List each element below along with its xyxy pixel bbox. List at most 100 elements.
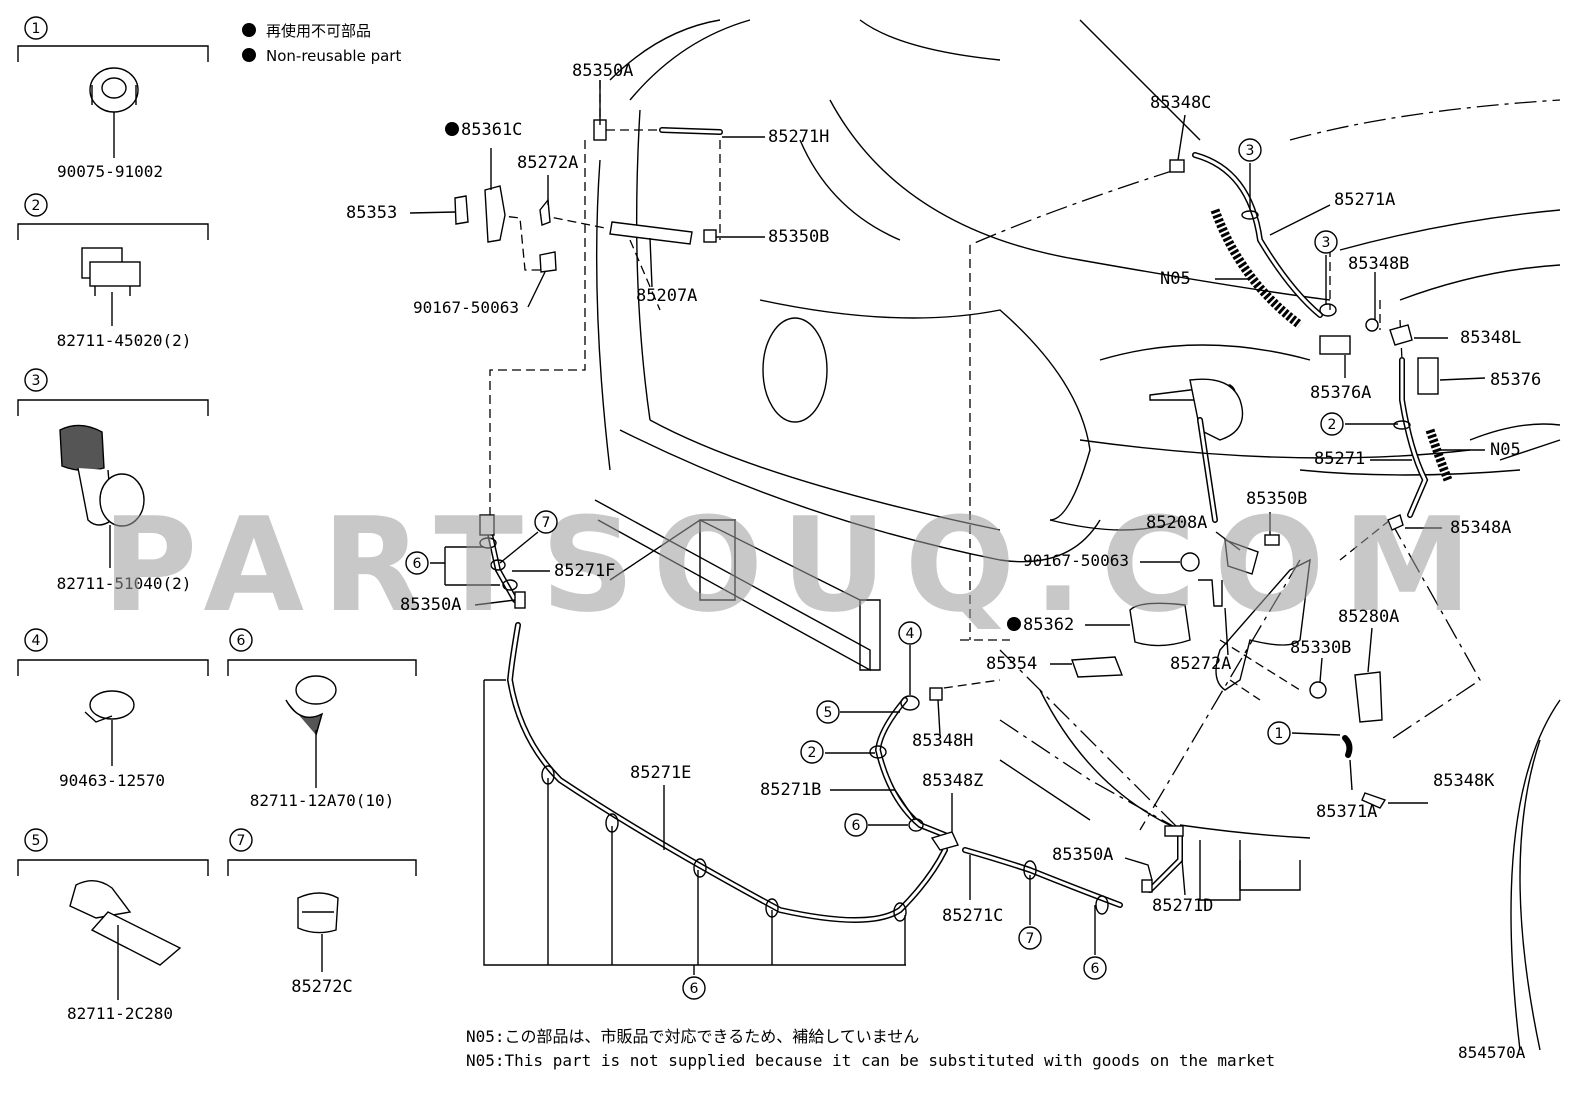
non-reusable-marker: [1007, 617, 1021, 631]
part-number[interactable]: 82711-12A70(10): [250, 791, 395, 810]
callout-4: 4: [898, 621, 922, 645]
legend: 再使用不可部品 Non-reusable part: [242, 22, 401, 65]
label-85348Z[interactable]: 85348Z: [922, 771, 983, 791]
label-85207A[interactable]: 85207A: [636, 286, 697, 306]
hose-85271D: [1147, 832, 1183, 893]
inset-panel: 1 90075-91002 2 82711-45020(2): [17, 16, 417, 1023]
joint-85348Z-icon: [930, 831, 959, 851]
label-85271H[interactable]: 85271H: [768, 127, 829, 147]
part-number[interactable]: 82711-51040(2): [57, 574, 192, 593]
part-number[interactable]: 82711-45020(2): [57, 331, 192, 350]
label-85271C[interactable]: 85271C: [942, 906, 1003, 926]
valve-85280A-icon: [1354, 671, 1383, 723]
label-85350A-bottom[interactable]: 85350A: [1052, 845, 1113, 865]
part-85350B-icon: [703, 229, 717, 243]
part-number[interactable]: 90463-12570: [59, 771, 165, 790]
svg-text:2: 2: [808, 745, 817, 761]
label-85348K[interactable]: 85348K: [1433, 771, 1495, 791]
label-N05-right[interactable]: N05: [1490, 440, 1521, 460]
inset-2: 2 82711-45020(2): [17, 193, 209, 350]
hose-85271C: [962, 847, 1123, 908]
assembly-lines: [489, 80, 1561, 831]
callout-7-left: 7: [534, 510, 558, 534]
callout-6-left: 6: [405, 551, 429, 575]
hose-clip-icon: [285, 675, 337, 736]
svg-text:2: 2: [1328, 417, 1337, 433]
hose-85271B: [874, 697, 948, 838]
label-85376[interactable]: 85376: [1490, 370, 1541, 390]
svg-text:4: 4: [906, 626, 915, 642]
label-N05[interactable]: N05: [1160, 269, 1191, 289]
notes: N05:この部品は、市販品で対応できるため、補給していません N05:This …: [466, 1027, 1526, 1070]
label-85350A-left[interactable]: 85350A: [400, 595, 461, 615]
label-85348L[interactable]: 85348L: [1460, 328, 1521, 348]
hose-85271: [1399, 357, 1429, 518]
svg-text:6: 6: [852, 818, 861, 834]
hose-clamps: [479, 210, 1411, 922]
inset-5: 5 82711-2C280: [17, 828, 209, 1023]
hoses: [485, 127, 1453, 923]
hose-85271A: [1192, 152, 1323, 318]
label-85361C[interactable]: 85361C: [461, 120, 522, 140]
label-85350B-mid[interactable]: 85350B: [1246, 489, 1307, 509]
inset-6: 6 82711-12A70(10): [227, 628, 417, 810]
label-85330B[interactable]: 85330B: [1290, 638, 1351, 658]
label-85271D[interactable]: 85271D: [1152, 896, 1213, 916]
label-85271B[interactable]: 85271B: [760, 780, 821, 800]
part-85348C-icon: [1169, 159, 1185, 173]
joint-85271D-icon: [1164, 825, 1184, 837]
label-85348A[interactable]: 85348A: [1450, 518, 1511, 538]
svg-text:3: 3: [1322, 235, 1331, 251]
inset-4: 4 90463-12570: [17, 628, 209, 790]
label-85376A[interactable]: 85376A: [1310, 383, 1371, 403]
label-85271A[interactable]: 85271A: [1334, 190, 1395, 210]
inset-number: 1: [32, 21, 41, 37]
label-85272A[interactable]: 85272A: [517, 153, 578, 173]
part-85361C-icon: [484, 185, 506, 243]
label-85272A-mid[interactable]: 85272A: [1170, 654, 1231, 674]
svg-text:7: 7: [1026, 931, 1035, 947]
part-85330B-icon: [1309, 681, 1327, 699]
note-en: N05:This part is not supplied because it…: [466, 1051, 1275, 1070]
bolt-90167-mid-icon: [1180, 552, 1200, 572]
hose-85271E: [506, 622, 948, 923]
clip-85272A-mid-icon: [1198, 579, 1223, 607]
diagram-id: 854570A: [1458, 1043, 1526, 1062]
label-85271[interactable]: 85271: [1314, 449, 1365, 469]
part-85348K-icon: [1361, 792, 1387, 809]
label-85350B[interactable]: 85350B: [768, 227, 829, 247]
small-parts: [454, 119, 1439, 893]
label-85348H[interactable]: 85348H: [912, 731, 973, 751]
label-90167-50063[interactable]: 90167-50063: [413, 298, 519, 317]
label-85208A[interactable]: 85208A: [1146, 513, 1207, 533]
label-85271F[interactable]: 85271F: [554, 561, 615, 581]
label-85350A[interactable]: 85350A: [572, 61, 633, 81]
label-85371A[interactable]: 85371A: [1316, 802, 1377, 822]
callout-2-right: 2: [1320, 412, 1344, 436]
part-number[interactable]: 82711-2C280: [67, 1004, 173, 1023]
part-85353-icon: [454, 195, 469, 225]
svg-text:6: 6: [1091, 961, 1100, 977]
label-85348C[interactable]: 85348C: [1150, 93, 1211, 113]
callout-6-right: 6: [1083, 956, 1107, 980]
svg-text:6: 6: [690, 981, 699, 997]
inset-number: 4: [32, 633, 41, 649]
hose-85271H: [659, 127, 723, 135]
part-number[interactable]: 85272C: [291, 977, 352, 997]
svg-text:7: 7: [542, 515, 551, 531]
hose-N05-top: [1210, 208, 1303, 329]
label-90167-50063-mid[interactable]: 90167-50063: [1023, 551, 1129, 570]
inset-number: 5: [32, 833, 41, 849]
bolt-90167-icon: [539, 251, 557, 273]
part-number[interactable]: 90075-91002: [57, 162, 163, 181]
callout-3-top: 3: [1238, 138, 1262, 162]
label-85271E[interactable]: 85271E: [630, 763, 691, 783]
inset-number: 7: [237, 833, 246, 849]
label-85362[interactable]: 85362: [1023, 615, 1074, 635]
label-85353[interactable]: 85353: [346, 203, 397, 223]
label-85348B[interactable]: 85348B: [1348, 254, 1409, 274]
label-85354[interactable]: 85354: [986, 654, 1037, 674]
label-85280A[interactable]: 85280A: [1338, 607, 1399, 627]
svg-text:6: 6: [413, 556, 422, 572]
